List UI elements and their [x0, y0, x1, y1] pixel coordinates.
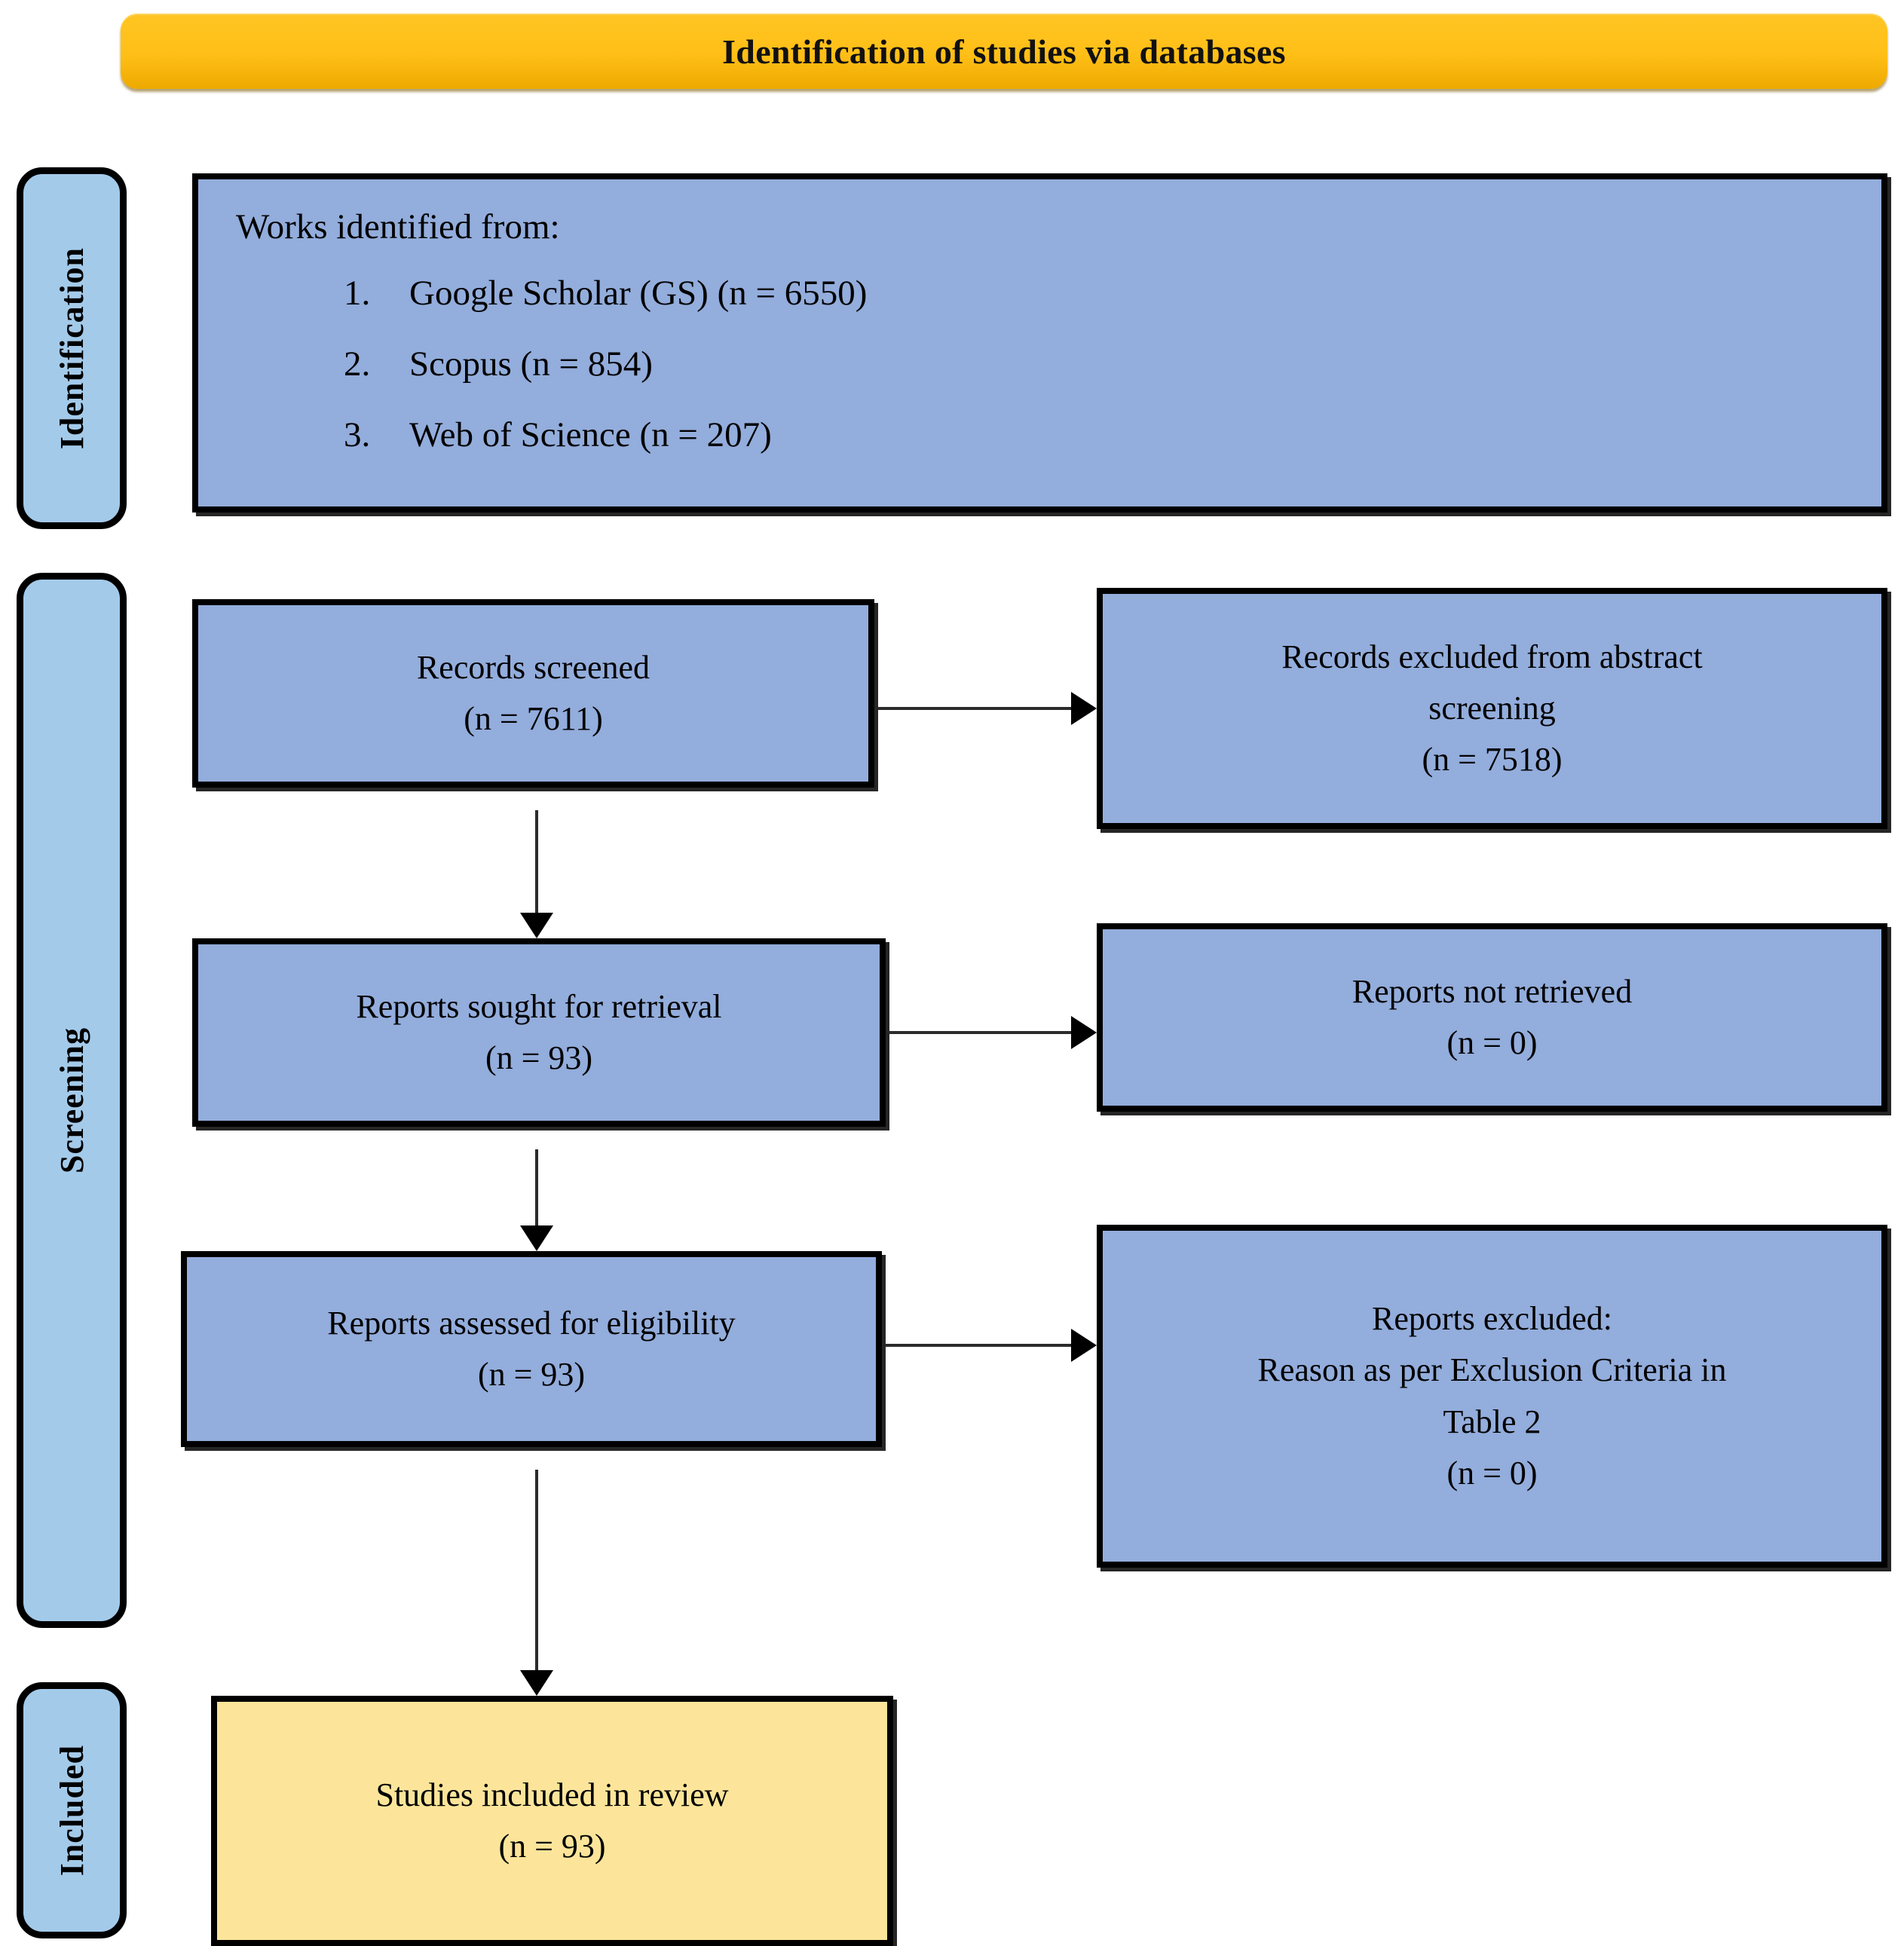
reports-assessed-count: (n = 93): [477, 1356, 586, 1393]
box-reports-excluded: Reports excluded: Reason as per Exclusio…: [1097, 1225, 1887, 1568]
records-excluded-label-line1: Records excluded from abstract: [1281, 638, 1703, 675]
list-item: Google Scholar (GS) (n = 6550): [379, 258, 1881, 329]
works-identified-heading: Works identified from:: [236, 207, 560, 246]
stage-label-identification-text: Identification: [53, 246, 90, 450]
arrow-reports-sought-to-reports-assessed: [535, 1149, 538, 1228]
stage-label-identification: Identification: [17, 167, 127, 529]
arrow-records-screened-to-reports-sought: [535, 810, 538, 916]
list-item: Web of Science (n = 207): [379, 399, 1881, 470]
records-excluded-count: (n = 7518): [1422, 741, 1563, 779]
reports-sought-label: Reports sought for retrieval: [356, 987, 722, 1025]
box-reports-sought-for-retrieval: Reports sought for retrieval (n = 93): [192, 938, 886, 1127]
header-banner: Identification of studies via databases: [121, 14, 1887, 89]
box-records-excluded: Records excluded from abstract screening…: [1097, 588, 1887, 829]
reports-assessed-label: Reports assessed for eligibility: [327, 1304, 736, 1342]
stage-label-screening-text: Screening: [53, 1027, 90, 1173]
reports-excluded-count: (n = 0): [1446, 1454, 1538, 1492]
arrow-reports-assessed-to-reports-excluded: [886, 1344, 1074, 1347]
studies-included-count: (n = 93): [498, 1828, 606, 1865]
records-screened-label: Records screened: [416, 648, 650, 686]
stage-label-included: Included: [17, 1682, 127, 1938]
studies-included-label: Studies included in review: [375, 1776, 729, 1813]
arrow-reports-assessed-to-studies-included: [535, 1470, 538, 1673]
stage-label-included-text: Included: [53, 1744, 90, 1877]
reports-excluded-reason: Reason as per Exclusion Criteria in: [1257, 1351, 1727, 1389]
header-title: Identification of studies via databases: [722, 32, 1286, 71]
reports-sought-count: (n = 93): [485, 1039, 593, 1076]
records-excluded-label-line2: screening: [1428, 689, 1556, 727]
reports-excluded-table-ref: Table 2: [1443, 1403, 1541, 1440]
reports-not-retrieved-count: (n = 0): [1446, 1024, 1538, 1061]
box-reports-assessed-for-eligibility: Reports assessed for eligibility (n = 93…: [181, 1251, 882, 1447]
box-reports-not-retrieved: Reports not retrieved (n = 0): [1097, 923, 1887, 1112]
box-records-screened: Records screened (n = 7611): [192, 599, 874, 788]
works-identified-source-list: Google Scholar (GS) (n = 6550) Scopus (n…: [198, 258, 1881, 470]
box-works-identified: Works identified from: Google Scholar (G…: [192, 173, 1887, 513]
reports-not-retrieved-label: Reports not retrieved: [1351, 972, 1633, 1010]
list-item: Scopus (n = 854): [379, 329, 1881, 399]
stage-label-screening: Screening: [17, 573, 127, 1628]
box-studies-included-in-review: Studies included in review (n = 93): [211, 1696, 893, 1946]
records-screened-count: (n = 7611): [464, 700, 603, 737]
arrow-reports-sought-to-reports-not-retrieved: [889, 1031, 1074, 1034]
arrow-records-screened-to-records-excluded: [878, 707, 1074, 710]
reports-excluded-label: Reports excluded:: [1372, 1300, 1612, 1338]
